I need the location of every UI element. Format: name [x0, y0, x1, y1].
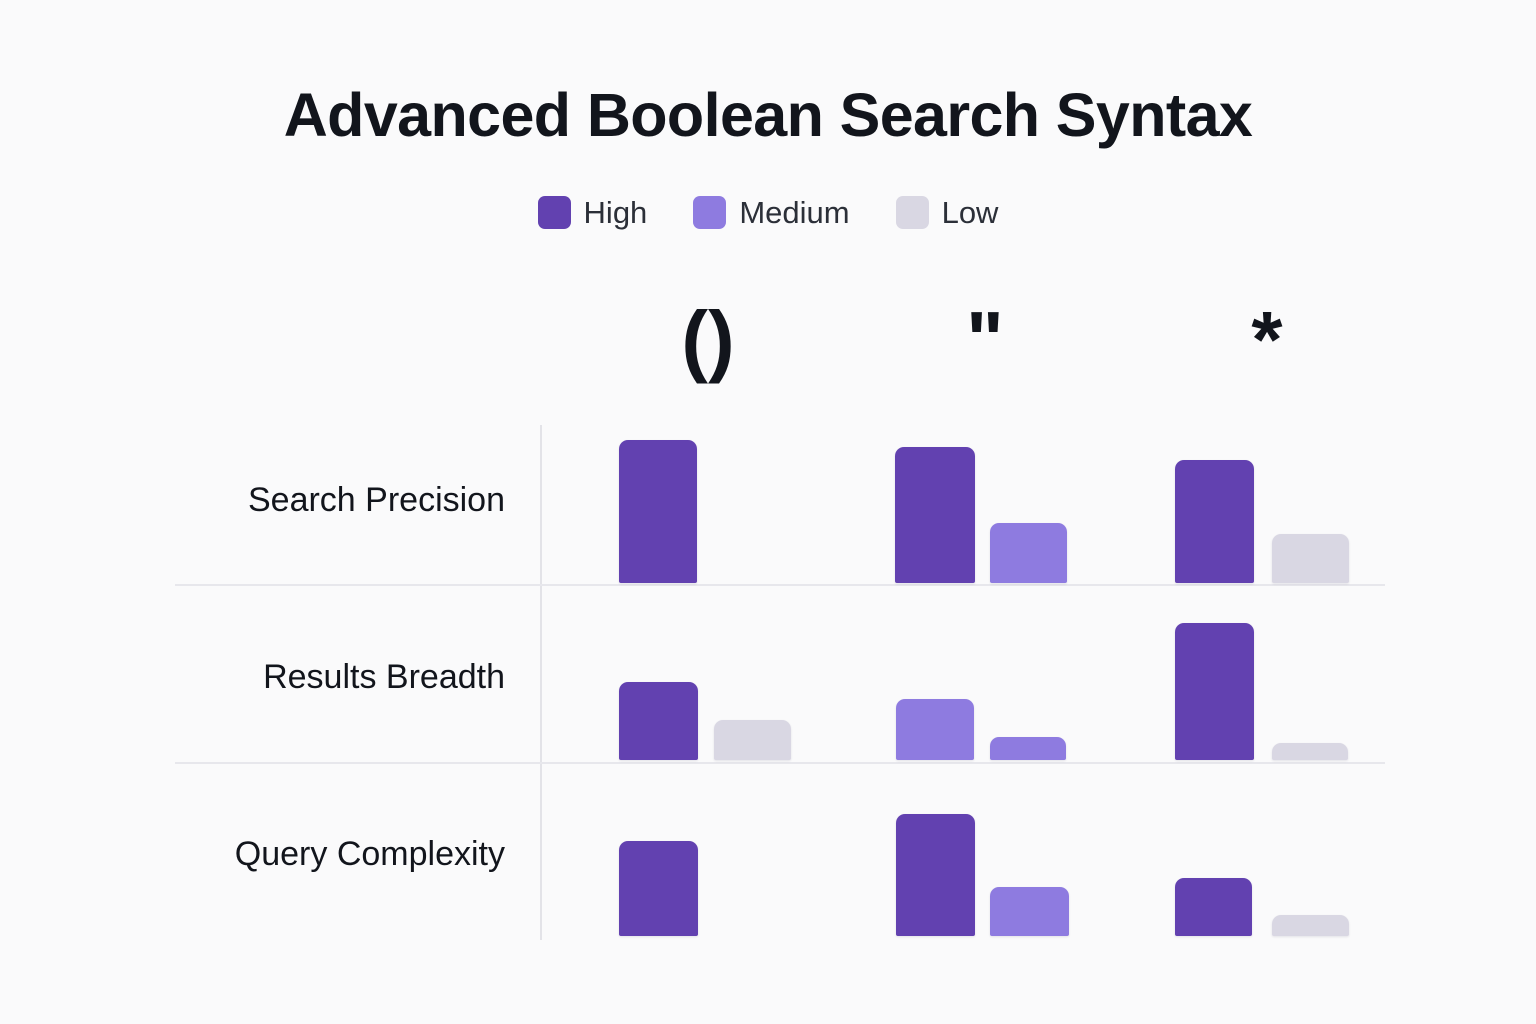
legend-item-low[interactable]: Low: [895, 195, 999, 230]
bar-results-breadth-exact-phrase-quotes-medium[interactable]: [896, 699, 974, 760]
bar-search-precision-parentheses-grouping-high[interactable]: [619, 440, 697, 583]
bar-results-breadth-parentheses-grouping-low[interactable]: [714, 720, 791, 760]
legend-label-medium: Medium: [739, 195, 850, 230]
legend-item-medium[interactable]: Medium: [693, 195, 850, 230]
row-label-results-breadth: Results Breadth: [263, 658, 505, 696]
bar-search-precision-exact-phrase-quotes-medium[interactable]: [990, 523, 1067, 583]
bar-results-breadth-parentheses-grouping-high[interactable]: [619, 682, 698, 760]
axis-spine: [540, 425, 542, 940]
page-title: Advanced Boolean Search Syntax: [283, 81, 1253, 149]
bar-results-breadth-wildcard-asterisk-high[interactable]: [1175, 623, 1254, 760]
bar-results-breadth-exact-phrase-quotes-medium[interactable]: [990, 737, 1066, 760]
bar-query-complexity-wildcard-asterisk-high[interactable]: [1175, 878, 1252, 936]
bar-results-breadth-wildcard-asterisk-low[interactable]: [1272, 743, 1348, 760]
legend-item-high[interactable]: High: [537, 195, 648, 230]
legend-swatch-high: [537, 196, 571, 229]
legend-swatch-low: [895, 196, 929, 229]
row-label-query-complexity: Query Complexity: [234, 835, 505, 873]
legend-label-low: Low: [941, 195, 999, 230]
column-header-asterisk: *: [1251, 295, 1283, 384]
row-divider-2: [175, 762, 1385, 764]
column-header-parentheses: (): [681, 295, 735, 384]
chart-legend: High Medium Low: [0, 196, 1536, 229]
row-divider-1: [175, 584, 1385, 586]
column-header-quote: ": [966, 295, 1004, 384]
legend-swatch-medium: [693, 196, 727, 229]
bar-search-precision-wildcard-asterisk-high[interactable]: [1175, 460, 1254, 583]
row-label-search-precision: Search Precision: [247, 481, 505, 519]
bar-query-complexity-exact-phrase-quotes-high[interactable]: [896, 814, 975, 936]
bar-search-precision-exact-phrase-quotes-high[interactable]: [895, 447, 975, 583]
bar-query-complexity-exact-phrase-quotes-medium[interactable]: [990, 887, 1069, 936]
bar-query-complexity-parentheses-grouping-high[interactable]: [619, 841, 698, 936]
legend-label-high: High: [583, 195, 648, 230]
bar-search-precision-wildcard-asterisk-low[interactable]: [1272, 534, 1349, 583]
bar-query-complexity-wildcard-asterisk-low[interactable]: [1272, 915, 1349, 936]
